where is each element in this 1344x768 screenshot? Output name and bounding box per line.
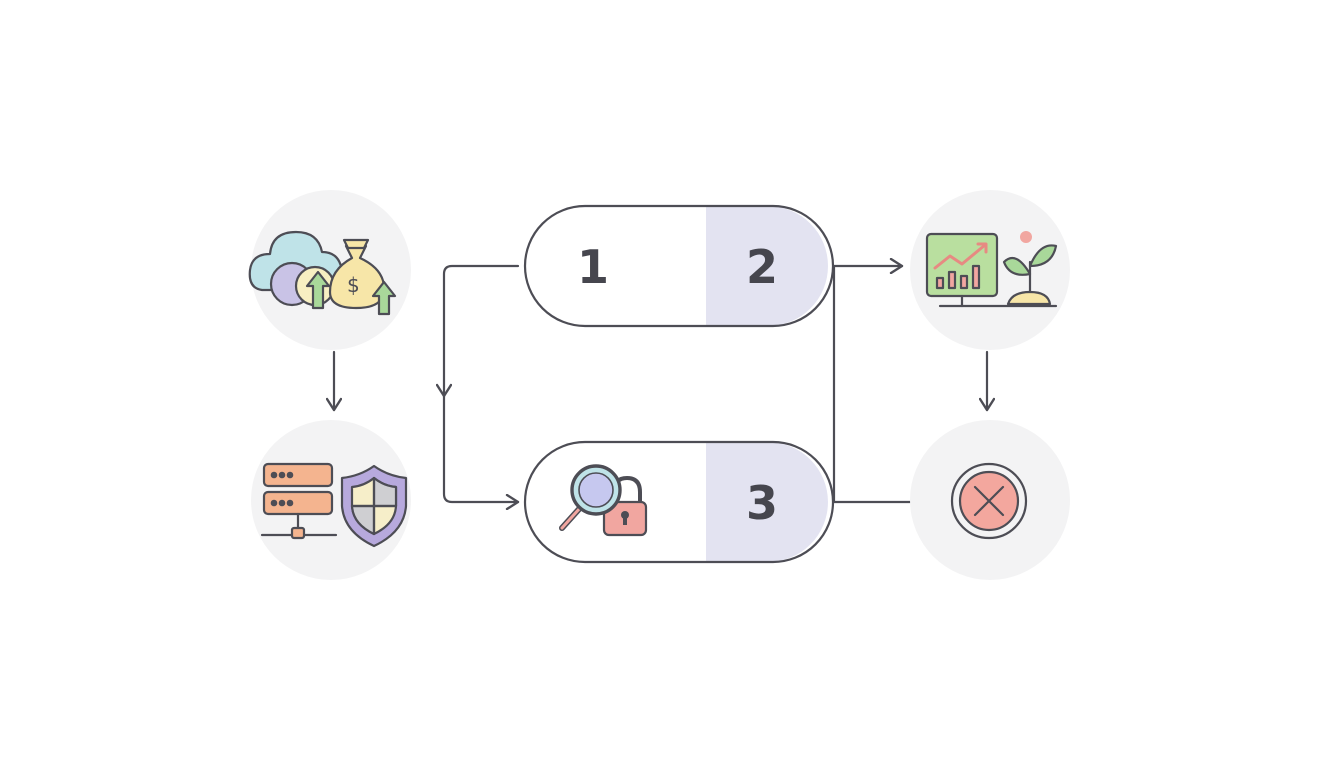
step-3-label: 3 <box>746 476 778 530</box>
magnifier-padlock-icon <box>559 464 648 537</box>
pill-bottom: 3 <box>523 440 835 564</box>
node-bottom-right <box>910 420 1070 580</box>
arrow-branch-to-top-pill <box>444 264 520 396</box>
node-top-left: $ <box>248 190 411 350</box>
arrow-branch-to-bottom-pill <box>442 394 518 502</box>
step-2-label: 2 <box>746 240 778 294</box>
cloud-money-growth-icon: $ <box>248 230 397 316</box>
connectors <box>334 266 987 502</box>
pill-top: 1 2 <box>523 204 835 328</box>
cancel-icon <box>950 462 1028 540</box>
server-shield-icon <box>260 462 408 548</box>
node-bottom-left <box>251 420 411 580</box>
step-1-label: 1 <box>577 240 609 294</box>
node-top-right <box>910 190 1070 350</box>
svg-text:$: $ <box>347 273 360 297</box>
chart-plant-growth-icon <box>925 231 1058 308</box>
